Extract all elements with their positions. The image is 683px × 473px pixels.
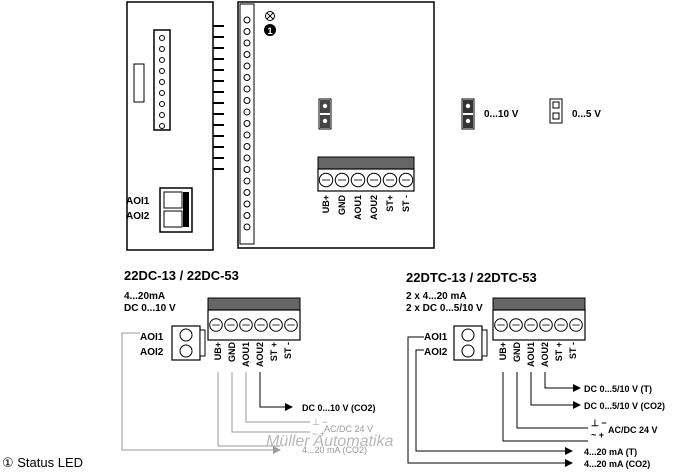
strip-hole [159, 123, 165, 129]
right-minus: ⊥ − [591, 418, 607, 428]
left-aoi2-label: AOI2 [140, 347, 164, 358]
board-hole [243, 108, 251, 116]
terminal-label: GND [337, 195, 347, 216]
right-title: 22DTC-13 / 22DTC-53 [406, 270, 537, 285]
right-spec-2: 2 x DC 0...5/10 V [406, 303, 483, 314]
strip-hole [159, 46, 165, 52]
strip-hole [159, 35, 165, 41]
jumper-5v-icon [549, 98, 563, 124]
right-out2-label: DC 0...5/10 V (CO2) [584, 401, 665, 411]
right-current1-label: 4...20 mA (T) [584, 447, 637, 457]
top-terminal-block [317, 156, 415, 192]
terminal-label: GND [512, 342, 522, 363]
terminal-label: UB+ [213, 342, 223, 360]
jumper-5v-label: 0...5 V [572, 109, 601, 120]
left-minus: ⊥ − [312, 417, 328, 427]
left-out-label: DC 0...10 V (CO2) [302, 403, 376, 413]
board-hole [243, 62, 251, 70]
board-hole [243, 166, 251, 173]
left-terminal-block [207, 297, 301, 341]
left-supply-label: AC/DC 24 V [324, 424, 373, 434]
right-aoi1-label: AOI1 [424, 332, 448, 343]
strip-hole [159, 112, 165, 118]
board-hole [243, 154, 251, 162]
board-hole [243, 200, 251, 208]
top-aoi1-label: AOI1 [126, 196, 150, 207]
device-right-board: 1 UB+ GND AOU1 AOU2 ST+ ST - [237, 1, 435, 249]
jumper-10v-icon [461, 98, 475, 130]
right-aoi-connector [453, 325, 488, 361]
board-hole [243, 85, 251, 93]
strip-hole [159, 79, 165, 85]
right-aoi2-label: AOI2 [424, 347, 448, 358]
terminal-label: ST + [269, 342, 279, 361]
left-plus: ~ + [312, 429, 325, 439]
left-spec-2: DC 0...10 V [124, 303, 176, 314]
strip-hole [159, 90, 165, 96]
terminal-label: ST - [283, 342, 293, 359]
right-supply-label: AC/DC 24 V [608, 425, 658, 435]
board-hole [243, 223, 251, 231]
terminal-label: AOU1 [353, 195, 363, 220]
left-wiring-diagram: 22DC-13 / 22DC-53 4...20mA DC 0...10 V A… [121, 268, 310, 454]
board-hole [243, 51, 251, 58]
board-hole [243, 177, 251, 185]
left-aoi1-label: AOI1 [140, 332, 164, 343]
right-spec-1: 2 x 4...20 mA [406, 291, 467, 302]
left-spec-1: 4...20mA [124, 291, 165, 302]
board-hole [243, 212, 251, 219]
top-aoi2-label: AOI2 [126, 211, 150, 222]
terminal-label: UB+ [498, 342, 508, 360]
right-current2-label: 4...20 mA (CO2) [584, 459, 650, 469]
device-left-board: AOI1 AOI2 [126, 1, 224, 251]
right-wiring-diagram: 22DTC-13 / 22DTC-53 2 x 4...20 mA 2 x DC… [406, 270, 588, 467]
left-current-label: 4...20 mA (CO2) [302, 445, 367, 455]
board-hole [243, 131, 251, 139]
strip-hole [159, 101, 165, 107]
aoi-connector-top [159, 187, 193, 233]
strip-hole [159, 57, 165, 63]
status-led-icon: 1 [264, 11, 276, 36]
jumper-10v-label: 0...10 V [484, 109, 519, 120]
terminal-label: ST+ [385, 195, 395, 212]
board-hole [243, 16, 251, 24]
board-hole [243, 39, 251, 47]
terminal-label: AOU1 [241, 342, 251, 367]
terminal-label: ST + [554, 342, 564, 361]
left-aoi-connector [171, 325, 206, 361]
board-hole [243, 189, 251, 196]
terminal-label: UB+ [321, 195, 331, 213]
left-title: 22DC-13 / 22DC-53 [124, 268, 239, 283]
terminal-label: AOU2 [540, 342, 550, 367]
terminal-label: GND [227, 342, 237, 363]
terminal-label: AOU2 [255, 342, 265, 367]
board-hole [243, 143, 251, 150]
right-out1-label: DC 0...5/10 V (T) [584, 384, 652, 394]
status-led-legend: ① Status LED [2, 455, 84, 470]
led-number: 1 [267, 26, 272, 36]
watermark: Müller Automatika [266, 433, 394, 450]
terminal-label: AOU1 [526, 342, 536, 367]
right-terminal-block [492, 297, 586, 341]
board-hole [243, 74, 251, 81]
board-hole [243, 28, 251, 35]
terminal-label: AOU2 [369, 195, 379, 220]
terminal-label: ST - [401, 195, 411, 212]
board-jumper [318, 98, 332, 130]
right-plus: ~ + [591, 430, 604, 440]
board-hole [243, 120, 251, 127]
terminal-label: ST - [568, 342, 578, 359]
strip-hole [159, 68, 165, 74]
board-hole [243, 97, 251, 104]
